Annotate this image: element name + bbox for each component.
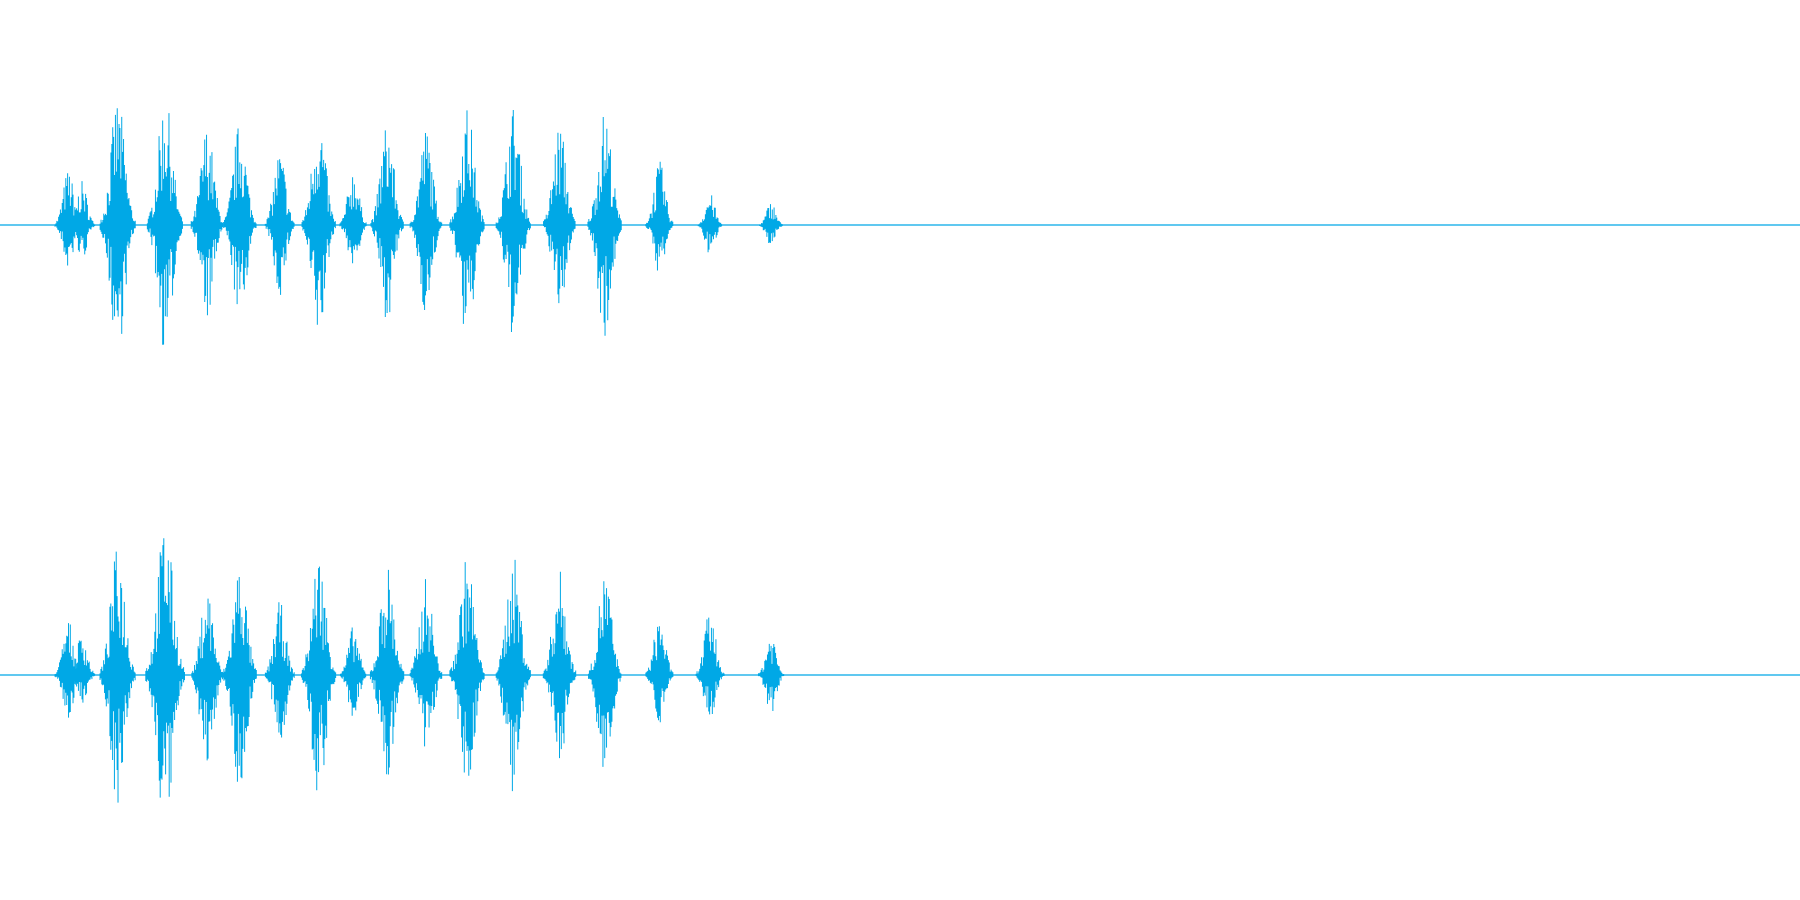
waveform-burst: [409, 579, 443, 747]
waveform-burst: [695, 617, 725, 715]
waveform-burst-core: [348, 668, 359, 682]
waveform-burst-core: [598, 212, 611, 238]
waveform-burst-core: [381, 662, 393, 688]
waveform-burst-core: [274, 666, 285, 684]
waveform-burst-core: [420, 214, 432, 236]
waveform-burst-core: [705, 220, 715, 230]
waveform-burst: [645, 161, 674, 271]
waveform-burst-core: [599, 663, 611, 687]
waveform-burst-core: [201, 214, 213, 236]
waveform-burst-core: [233, 662, 246, 688]
waveform-burst-core: [111, 211, 125, 239]
waveform-burst-core: [63, 667, 74, 683]
waveform-burst: [223, 128, 257, 305]
waveform-burst-core: [507, 212, 520, 238]
waveform-burst-core: [201, 664, 213, 686]
waveform-burst-core: [654, 667, 665, 683]
waveform-burst-core: [654, 217, 665, 233]
waveform-burst: [190, 134, 224, 316]
waveform-burst: [587, 116, 622, 336]
waveform-burst-core: [553, 663, 566, 687]
waveform-burst-core: [507, 661, 520, 689]
waveform-burst-core: [158, 658, 172, 692]
waveform-burst-core: [274, 216, 285, 234]
waveform-channel-right: [0, 538, 1800, 803]
waveform-burst-core: [554, 213, 566, 237]
waveform-burst-core: [766, 669, 776, 681]
waveform-burst-core: [158, 211, 172, 239]
waveform-burst-core: [312, 661, 325, 689]
waveform-burst-core: [767, 220, 776, 230]
waveform-channel-left: [0, 108, 1800, 345]
waveform-burst-core: [381, 213, 393, 237]
waveform-burst-core: [111, 661, 125, 689]
waveform-burst-core: [420, 664, 432, 686]
waveform-burst-core: [461, 662, 474, 688]
waveform-burst-core: [234, 213, 246, 237]
waveform-burst-core: [312, 212, 325, 238]
waveform-burst-core: [348, 217, 359, 233]
waveform-burst-core: [461, 212, 474, 238]
waveform-burst-core: [77, 219, 87, 231]
waveform-burst-core: [77, 669, 87, 681]
waveform-burst-core: [705, 667, 715, 683]
